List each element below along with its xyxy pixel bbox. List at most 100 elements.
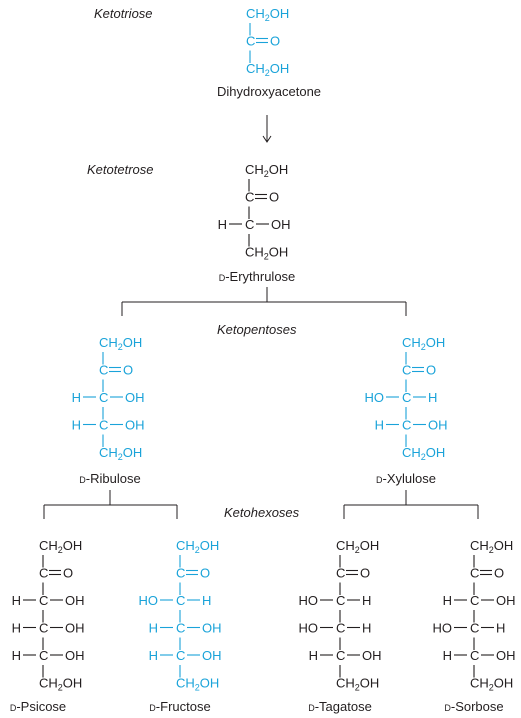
ch2oh-group: CH2OH xyxy=(39,676,82,693)
chiral-carbon: C xyxy=(470,621,479,636)
carbonyl-oxygen: O xyxy=(360,566,370,581)
carbonyl-oxygen: O xyxy=(270,34,280,49)
ch2oh-group: CH2OH xyxy=(176,538,219,555)
ch2oh-group: CH2OH xyxy=(245,245,288,262)
hydroxyl-right: OH xyxy=(496,593,516,608)
heading-ketohexoses: Ketohexoses xyxy=(224,505,300,520)
carbonyl-oxygen: O xyxy=(269,190,279,205)
chiral-carbon: C xyxy=(470,648,479,663)
chiral-carbon: C xyxy=(245,217,254,232)
hydrogen-left: H xyxy=(375,418,384,433)
hydroxyl-right: OH xyxy=(202,621,222,636)
hydroxyl-right: OH xyxy=(496,648,516,663)
name-xylulose: D-Xylulose xyxy=(376,471,436,486)
chiral-carbon: C xyxy=(99,390,108,405)
ch2oh-group: CH2OH xyxy=(99,335,142,352)
ch2oh-group: CH2OH xyxy=(336,538,379,555)
carbonyl-oxygen: O xyxy=(494,566,504,581)
hydrogen-left: H xyxy=(12,648,21,663)
name-dihydroxyacetone: Dihydroxyacetone xyxy=(217,84,321,99)
chiral-carbon: C xyxy=(39,648,48,663)
carbonyl-carbon: C xyxy=(245,190,254,205)
hydrogen-left: H xyxy=(149,648,158,663)
hydroxyl-right: OH xyxy=(125,418,145,433)
heading-ketotriose: Ketotriose xyxy=(94,6,153,21)
ch2oh-group: CH2OH xyxy=(336,676,379,693)
chiral-carbon: C xyxy=(99,418,108,433)
ch2oh-group: CH2OH xyxy=(245,162,288,179)
hydrogen-right: H xyxy=(496,621,505,636)
carbonyl-oxygen: O xyxy=(426,363,436,378)
name-erythrulose: D-Erythrulose xyxy=(219,269,296,284)
carbonyl-oxygen: O xyxy=(63,566,73,581)
carbonyl-oxygen: O xyxy=(123,363,133,378)
derivation-arrow xyxy=(262,115,272,143)
hydrogen-left: H xyxy=(218,217,227,232)
hydrogen-left: H xyxy=(12,621,21,636)
chiral-carbon: C xyxy=(336,648,345,663)
carbonyl-carbon: C xyxy=(39,566,48,581)
chiral-carbon: C xyxy=(176,648,185,663)
carbonyl-oxygen: O xyxy=(200,566,210,581)
hydrogen-left: H xyxy=(72,418,81,433)
chiral-carbon: C xyxy=(176,593,185,608)
hydrogen-right: H xyxy=(202,593,211,608)
carbonyl-carbon: C xyxy=(176,566,185,581)
hydrogen-right: H xyxy=(362,593,371,608)
ch2oh-group: CH2OH xyxy=(246,61,289,78)
name-tagatose: D-Tagatose xyxy=(308,699,372,714)
hydroxyl-left: HO xyxy=(299,593,319,608)
ch2oh-group: CH2OH xyxy=(176,676,219,693)
hydroxyl-left: HO xyxy=(365,390,385,405)
hydrogen-left: H xyxy=(12,593,21,608)
carbonyl-carbon: C xyxy=(402,363,411,378)
name-ribulose: D-Ribulose xyxy=(79,471,140,486)
name-sorbose: D-Sorbose xyxy=(444,699,503,714)
bracket-xylulose-hexoses xyxy=(343,490,479,519)
ch2oh-group: CH2OH xyxy=(402,335,445,352)
ch2oh-group: CH2OH xyxy=(39,538,82,555)
carbonyl-carbon: C xyxy=(336,566,345,581)
ch2oh-group: CH2OH xyxy=(470,538,513,555)
hydroxyl-right: OH xyxy=(362,648,382,663)
ch2oh-group: CH2OH xyxy=(246,6,289,23)
name-psicose: D-Psicose xyxy=(10,699,66,714)
hydroxyl-left: HO xyxy=(433,621,453,636)
hydroxyl-left: HO xyxy=(299,621,319,636)
chiral-carbon: C xyxy=(402,418,411,433)
chiral-carbon: C xyxy=(336,593,345,608)
hydrogen-left: H xyxy=(149,621,158,636)
hydroxyl-right: OH xyxy=(65,621,85,636)
ch2oh-group: CH2OH xyxy=(470,676,513,693)
name-fructose: D-Fructose xyxy=(149,699,210,714)
hydrogen-right: H xyxy=(362,621,371,636)
hydrogen-left: H xyxy=(309,648,318,663)
chiral-carbon: C xyxy=(39,621,48,636)
hydrogen-right: H xyxy=(428,390,437,405)
hydroxyl-right: OH xyxy=(271,217,291,232)
carbonyl-carbon: C xyxy=(99,363,108,378)
carbonyl-carbon: C xyxy=(470,566,479,581)
chiral-carbon: C xyxy=(39,593,48,608)
heading-ketopentoses: Ketopentoses xyxy=(217,322,297,337)
ch2oh-group: CH2OH xyxy=(99,445,142,462)
ch2oh-group: CH2OH xyxy=(402,445,445,462)
chiral-carbon: C xyxy=(176,621,185,636)
hydroxyl-right: OH xyxy=(125,390,145,405)
hydrogen-left: H xyxy=(443,593,452,608)
hydroxyl-right: OH xyxy=(65,593,85,608)
heading-ketotetrose: Ketotetrose xyxy=(87,162,154,177)
hydroxyl-right: OH xyxy=(428,418,448,433)
hydrogen-left: H xyxy=(443,648,452,663)
hydroxyl-right: OH xyxy=(202,648,222,663)
